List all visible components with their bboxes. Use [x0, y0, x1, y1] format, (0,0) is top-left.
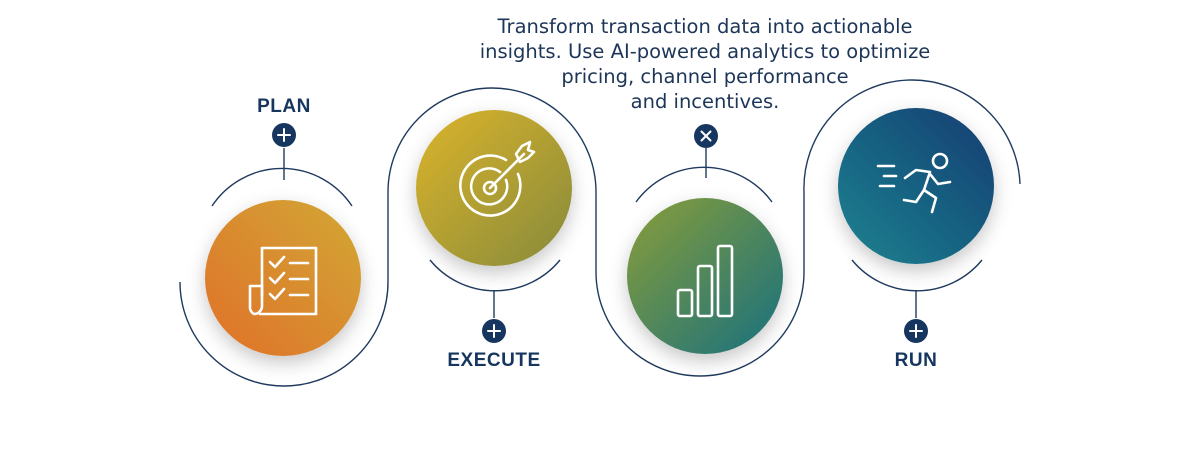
execute-expand-button[interactable] [482, 319, 506, 343]
step-title-plan: PLAN [257, 96, 311, 117]
connector-arc-execute-top [387, 87, 597, 193]
running-person-icon [876, 152, 952, 214]
ring-arc-analyze [635, 166, 773, 203]
plan-circle [205, 200, 361, 356]
run-expand-button[interactable] [904, 319, 928, 343]
connector-arc-plan-bottom [179, 281, 389, 387]
step-description-tooltip: Transform transaction data into actionab… [460, 14, 950, 114]
connector-arc-analyze-bottom [595, 271, 805, 377]
step-title-run: RUN [894, 350, 938, 371]
description-line: and incentives. [630, 90, 780, 113]
description-line: Transform transaction data into actionab… [497, 15, 913, 38]
connector-arc-run-top [803, 79, 1021, 193]
close-icon [700, 130, 712, 142]
bar-chart-icon [676, 244, 734, 318]
plus-icon [277, 128, 291, 142]
ring-arc-run [851, 259, 983, 292]
ring-arc-plan [211, 167, 353, 207]
connector-path [179, 79, 1021, 387]
description-line: insights. Use AI-powered analytics to op… [479, 40, 931, 63]
analyze-circle [627, 198, 783, 354]
plan-expand-button[interactable] [272, 123, 296, 147]
checklist-icon [248, 246, 318, 316]
analyze-close-button[interactable] [694, 124, 718, 148]
execute-circle [416, 110, 572, 266]
target-icon [459, 140, 536, 217]
plus-icon [909, 324, 923, 338]
description-line: pricing, channel performance [561, 65, 849, 88]
ring-arc-execute [429, 259, 561, 292]
plus-icon [487, 324, 501, 338]
step-title-execute: EXECUTE [447, 350, 541, 371]
run-circle [838, 108, 994, 264]
